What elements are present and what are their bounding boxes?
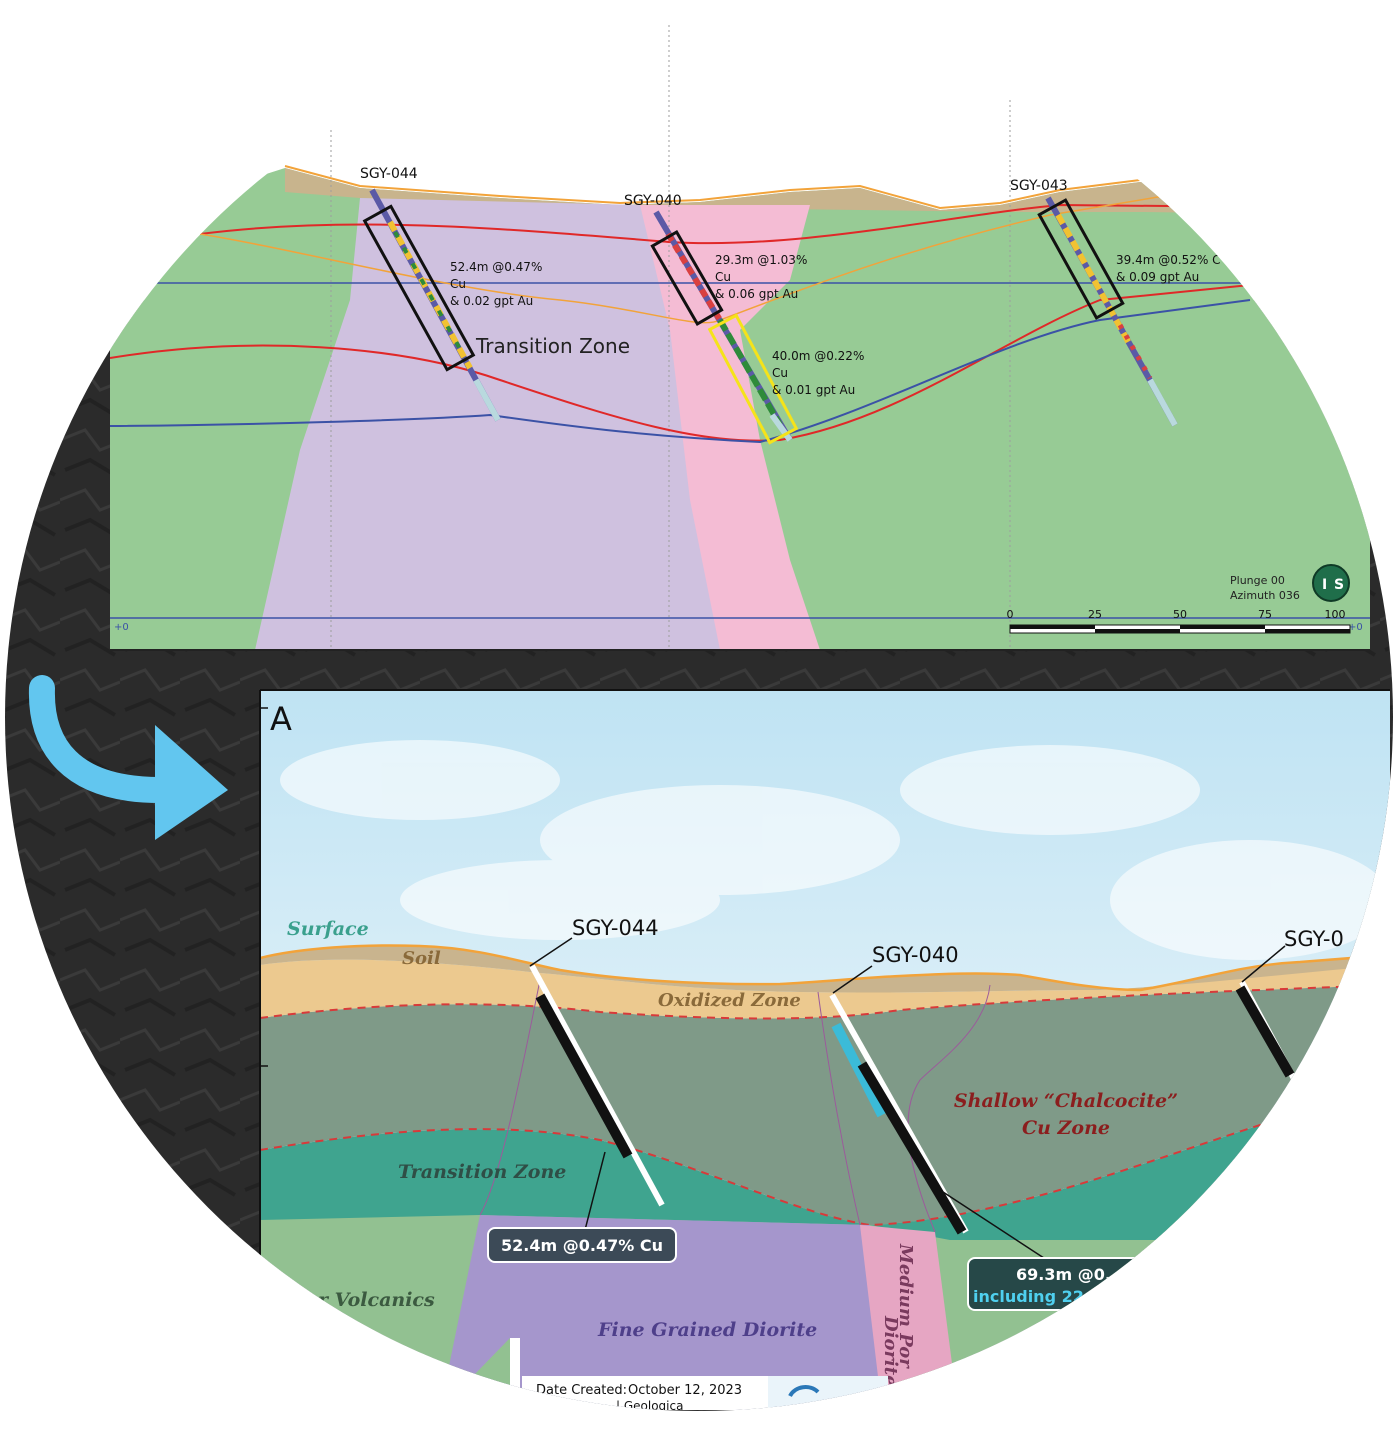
callout-text: including 22 [973, 1287, 1084, 1306]
intercept-box [362, 204, 476, 372]
soil-label: Soil [402, 948, 441, 969]
oxide-boundary [260, 984, 1390, 1020]
intercept-text: & 0.06 gpt Au [715, 287, 798, 301]
panel-letter: A [270, 700, 292, 738]
intercept-text: Cu [450, 277, 466, 291]
clouds [280, 740, 1390, 960]
volcanics-label: r Volcanics [318, 1289, 435, 1311]
logo-swoosh-icon [788, 1385, 820, 1398]
fault-line [817, 991, 861, 1226]
leader-line [832, 965, 873, 994]
svg-text:S: S [1334, 577, 1344, 593]
scale-tick: 75 [1258, 608, 1272, 621]
date-label: Date Created: [536, 1383, 627, 1398]
intercept-text: & 0.09 gpt Au [1116, 270, 1199, 284]
callout-text: 69.3m @0. [1016, 1265, 1111, 1284]
hole-label: SGY-043 [1010, 178, 1068, 194]
transition-label: Transition Zone [398, 1161, 566, 1183]
scale-tick: 25 [1088, 608, 1102, 621]
arrow-icon [28, 675, 228, 840]
intercept-box [1037, 198, 1125, 320]
scale-bar: 0 25 50 75 100 [1007, 608, 1351, 634]
diorite-label: Fine Grained Diorite [597, 1319, 817, 1341]
drillhole-sgy-044 [369, 188, 501, 422]
chalcocite-label: Cu Zone [1022, 1117, 1110, 1139]
intercept-text: 52.4m @0.47% [450, 260, 542, 274]
topography-line [284, 165, 1370, 210]
fault-line [907, 984, 991, 1233]
intercept-text: 39.4m @0.52% C [1116, 253, 1221, 267]
transition-boundary [110, 284, 1251, 442]
fault-line [479, 979, 541, 1216]
top-section: SGY-044 SGY-040 SGY-043 52.4m @0.47% Cu … [110, 25, 1370, 650]
intercept-text: 29.3m @1.03% [715, 253, 807, 267]
intercept-text: Cu [772, 366, 788, 380]
credit-text: | Geologica [616, 1399, 683, 1413]
leader-line [529, 937, 573, 967]
callout-leader [939, 1189, 1051, 1263]
intercept-text: & 0.02 gpt Au [450, 294, 533, 308]
svg-text:I: I [1322, 577, 1327, 593]
drillhole-sgy-043 [1045, 196, 1178, 427]
callout-box [487, 1227, 677, 1263]
scale-tick: 0 [1007, 608, 1014, 621]
hole-label: SGY-040 [624, 193, 682, 209]
logo-area [768, 1376, 888, 1410]
axis-zero-label: +0 [1348, 622, 1363, 633]
chalcocite-label: Shallow “Chalcocite” [954, 1090, 1178, 1112]
intercept-box-yellow [707, 313, 799, 445]
info-box-edge [510, 1338, 520, 1410]
chalcocite-unit [260, 985, 1390, 1225]
drillhole-sgy-040 [653, 210, 793, 442]
hole-label: SGY-040 [872, 943, 959, 967]
zone-label: Transition Zone [475, 334, 630, 358]
drillhole-sgy-044 [529, 964, 665, 1207]
scale-tick: 50 [1173, 608, 1187, 621]
callout-leader [584, 1151, 606, 1231]
hole-label: SGY-044 [360, 166, 418, 182]
intercept-box [650, 229, 724, 327]
bottom-section: SGY-044 SGY-040 SGY-0 A Surface Soil Oxi… [260, 690, 1390, 1413]
hole-label: SGY-0 [1284, 927, 1344, 951]
azimuth-label: Azimuth 036 [1230, 589, 1300, 602]
oxidized-label: Oxidized Zone [658, 990, 801, 1011]
intercept-text: 40.0m @0.22% [772, 349, 864, 363]
porphyry-label: Medium Por [895, 1243, 916, 1369]
plunge-label: Plunge 00 [1230, 574, 1285, 587]
porphyry-unit [860, 1225, 958, 1410]
axis-zero-label: +0 [114, 622, 129, 633]
leader-line [1241, 945, 1286, 983]
diorite-unit [440, 1215, 900, 1410]
soil-unit [260, 945, 1390, 993]
intercept-text: & 0.01 gpt Au [772, 383, 855, 397]
compass-globe-icon: I S [1312, 564, 1350, 602]
hole-label: SGY-044 [572, 916, 659, 940]
topography-line [260, 944, 1390, 992]
callout-text: 52.4m @0.47% Cu [501, 1236, 663, 1255]
drillhole-sgy-043 [1235, 980, 1303, 1092]
scale-tick: 100 [1325, 608, 1346, 621]
orange-boundary [199, 194, 1171, 324]
diorite-unit [255, 198, 720, 650]
porphyry-label: Diorite [880, 1315, 901, 1387]
date-value: October 12, 2023 [628, 1383, 742, 1398]
transition-boundary [260, 1109, 1390, 1227]
blue-boundary [110, 299, 1251, 444]
surface-label: Surface [287, 918, 369, 940]
oxide-boundary [199, 203, 1370, 245]
transition-unit [260, 1110, 1390, 1240]
porphyry-unit [640, 205, 820, 650]
intercept-text: Cu [715, 270, 731, 284]
